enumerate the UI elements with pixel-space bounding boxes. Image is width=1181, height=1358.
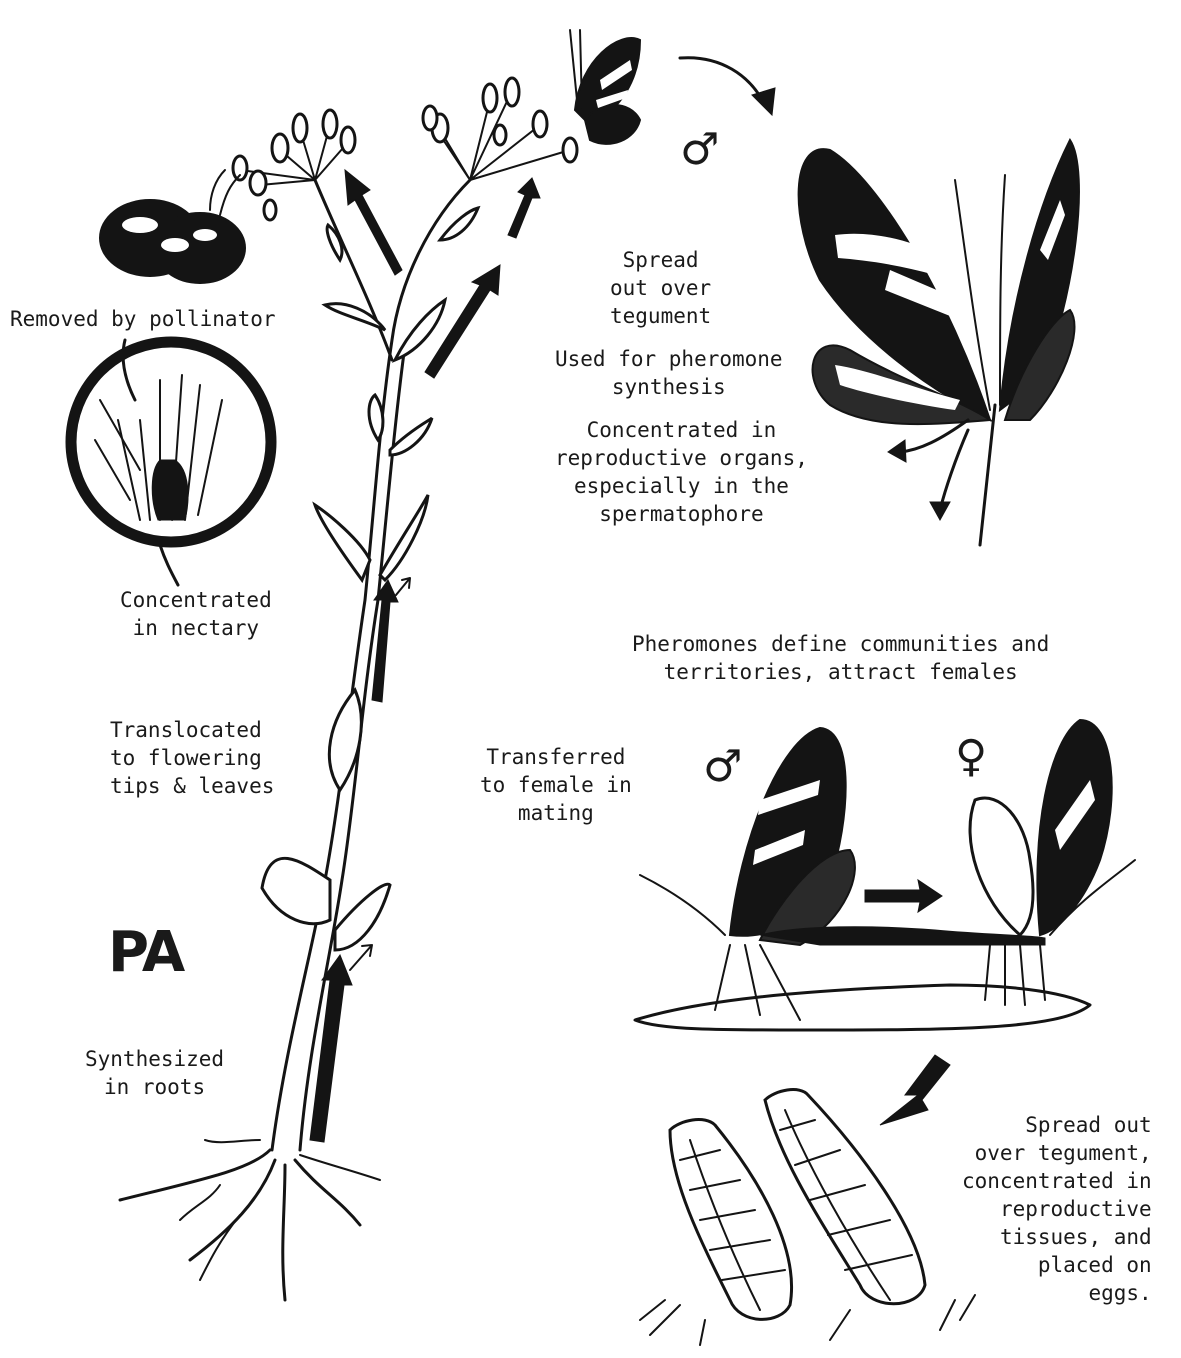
label-reproductive-organs: Concentrated in reproductive organs, esp… xyxy=(555,416,808,528)
arrow-to-eggs xyxy=(880,1055,950,1125)
arrow-to-male xyxy=(680,58,765,105)
label-removed-by-pollinator: Removed by pollinator xyxy=(10,305,276,333)
arrow-up-left-branch xyxy=(345,170,402,275)
male-symbol-mating: ♂ xyxy=(703,745,742,789)
nectary-detail xyxy=(71,340,271,585)
plant-branch-left xyxy=(315,180,392,360)
flower-cluster-left xyxy=(233,110,355,220)
male-butterfly xyxy=(799,140,1079,545)
butterfly-feeding-left xyxy=(100,170,245,283)
label-spread-over-tegument: Spread out over tegument xyxy=(610,246,711,330)
butterfly-feeding-right xyxy=(570,30,640,144)
label-synthesized-in-roots: Synthesized in roots xyxy=(85,1045,224,1101)
arrow-transfer xyxy=(865,880,942,912)
flower-cluster-right xyxy=(423,78,577,180)
pa-label: PA xyxy=(108,920,183,985)
eggs xyxy=(640,1090,975,1345)
label-concentrated-in-nectary: Concentrated in nectary xyxy=(120,586,272,642)
label-spread-eggs: Spread out over tegument, concentrated i… xyxy=(962,1111,1152,1307)
label-transferred-to-female: Transferred to female in mating xyxy=(480,743,632,827)
plant-roots xyxy=(120,1140,380,1300)
arrow-up-right-branch xyxy=(508,178,540,238)
arrow-up-stem xyxy=(372,580,398,702)
label-pheromones-define: Pheromones define communities and territ… xyxy=(632,630,1049,686)
arrow-up-roots xyxy=(310,955,352,1142)
branch xyxy=(635,985,1090,1030)
male-symbol-top: ♂ xyxy=(680,128,719,172)
label-pheromone-synthesis: Used for pheromone synthesis xyxy=(555,345,783,401)
female-symbol-mating: ♀ xyxy=(955,735,987,779)
label-translocated: Translocated to flowering tips & leaves xyxy=(110,716,274,800)
